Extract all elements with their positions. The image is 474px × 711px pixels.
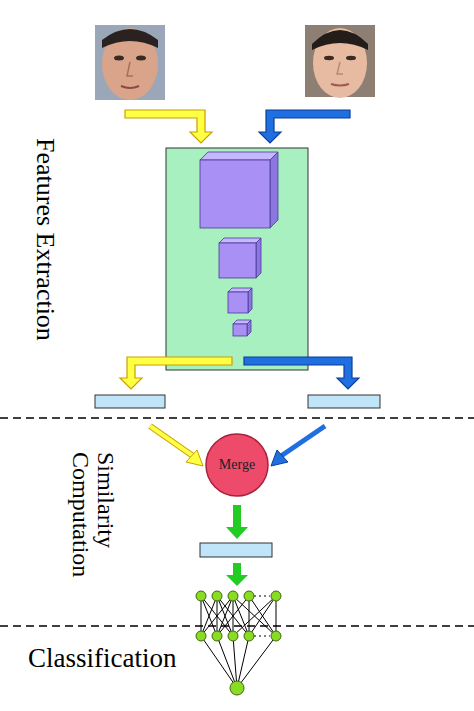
face-hair xyxy=(312,30,368,50)
cube-front xyxy=(228,292,248,313)
merge-circle: Merge xyxy=(205,433,269,497)
feature-vector xyxy=(95,395,165,408)
blue-arrow xyxy=(281,426,325,456)
face-photo-left xyxy=(95,25,165,100)
green-arrow xyxy=(233,563,241,575)
cube-side xyxy=(247,320,251,336)
section-divider xyxy=(0,625,474,627)
green-arrow xyxy=(233,505,241,527)
yellow-arrowhead xyxy=(186,450,203,466)
face-skin xyxy=(102,28,158,100)
photo-background xyxy=(305,25,375,97)
feature-vector xyxy=(308,395,380,408)
green-arrowhead xyxy=(226,575,248,586)
section-title: Similarity Computation xyxy=(68,452,118,620)
cube-top xyxy=(219,238,261,243)
cube-front xyxy=(219,243,256,278)
face-nose xyxy=(127,62,133,76)
face-nose xyxy=(337,62,343,74)
face-eye xyxy=(114,56,124,61)
yellow-arrow xyxy=(150,426,193,456)
blue-arrow xyxy=(259,110,350,143)
cube-front xyxy=(233,324,247,336)
face-eye xyxy=(136,56,146,61)
face-photo-right xyxy=(305,25,375,98)
node-shape xyxy=(206,434,268,496)
cube-top xyxy=(200,152,278,160)
node-label: Merge xyxy=(219,457,255,472)
blue-arrow xyxy=(244,357,359,389)
cube-side xyxy=(270,152,278,228)
face-skin xyxy=(313,28,367,98)
cnn-layer-cubes xyxy=(200,152,278,336)
yellow-arrow xyxy=(150,426,193,456)
section-title: Classification xyxy=(28,644,176,672)
blue-arrowhead xyxy=(271,450,288,466)
cube-side xyxy=(256,238,261,278)
cnn-box xyxy=(166,148,308,370)
face-eye xyxy=(346,56,356,60)
yellow-arrow xyxy=(120,357,232,389)
green-arrowhead xyxy=(226,527,248,539)
section-divider xyxy=(0,417,474,419)
yellow-arrow xyxy=(125,110,212,143)
cube-side xyxy=(248,288,252,313)
neural-network xyxy=(196,591,281,695)
cube-front xyxy=(200,160,270,228)
face-mouth xyxy=(331,84,349,86)
face-hair xyxy=(102,29,158,48)
face-mouth xyxy=(121,86,139,88)
similarity-vector xyxy=(200,543,272,557)
photo-background xyxy=(95,25,165,100)
section-title: Features Extraction xyxy=(32,138,59,408)
face-eye xyxy=(324,56,334,60)
